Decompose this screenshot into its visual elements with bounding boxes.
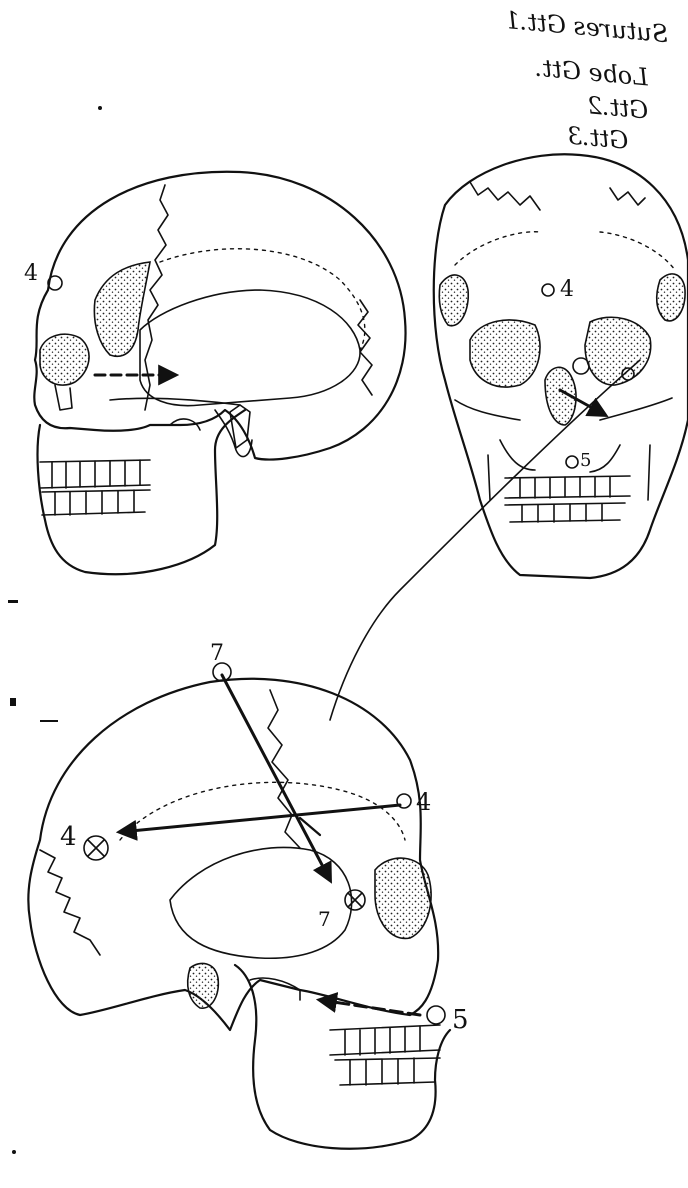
anterior-skull: 4 5 xyxy=(434,154,688,578)
note-line-2: Lobe Gtt. xyxy=(534,54,651,92)
lateral-skull-top: 4 xyxy=(24,172,406,574)
lateral-top-point-label: 4 xyxy=(24,261,38,286)
handwritten-notes: Sutures Gtt.1 Lobe Gtt. Gtt.2 Gtt.3 xyxy=(504,6,670,155)
note-line-1: Sutures Gtt.1 xyxy=(504,6,670,48)
note-line-4: Gtt.3 xyxy=(566,121,630,154)
anterior-point-label: 4 xyxy=(560,277,574,302)
lateral-skull-bottom: 7 4 4 7 5 xyxy=(28,641,468,1149)
bottom-temporal-point-label: 7 xyxy=(318,907,331,931)
bottom-occipital-point-label: 4 xyxy=(60,822,77,852)
note-line-3: Gtt.2 xyxy=(586,91,650,124)
connector-line xyxy=(330,360,640,720)
anterior-jaw-point-label: 5 xyxy=(580,450,591,471)
bottom-vertex-point-label: 7 xyxy=(210,641,224,666)
bottom-frontal-point-label: 4 xyxy=(416,788,431,816)
bottom-jaw-point-label: 5 xyxy=(452,1005,469,1035)
